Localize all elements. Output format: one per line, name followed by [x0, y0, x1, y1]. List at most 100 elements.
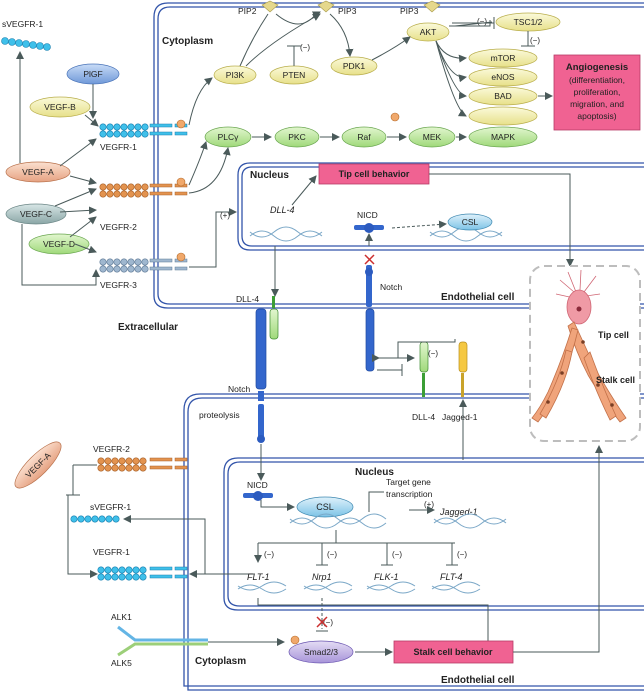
svg-text:MAPK: MAPK	[491, 132, 515, 142]
vegfr1-receptor-top: VEGFR-1	[99, 123, 188, 152]
dll4-gene-label: DLL-4	[270, 205, 295, 215]
svg-text:VEGF-C: VEGF-C	[20, 209, 52, 219]
stalk-cell-illustration	[531, 321, 627, 423]
stalk-cell-label: Stalk cell	[596, 375, 635, 385]
stalk-to-cell-arrow	[513, 445, 603, 653]
pip3-shape-b: PIP3	[400, 0, 441, 16]
vegf-d-oval: VEGF-D	[28, 233, 90, 255]
svg-text:PKC: PKC	[288, 132, 305, 142]
vegf-c-oval: VEGF-C	[5, 203, 67, 225]
pten-oval: PTEN	[269, 65, 319, 85]
endothelial-cell-label-top: Endothelial cell	[441, 292, 515, 303]
svg-text:mTOR: mTOR	[491, 53, 516, 63]
cytoplasm-label-top: Cytoplasm	[162, 36, 213, 47]
plgf-oval: PlGF	[66, 63, 120, 85]
dll4-ligand-label-top: DLL-4	[236, 294, 259, 304]
gene-flt1: FLT-1	[247, 572, 270, 582]
svegfr1-label-bottom: sVEGFR-1	[90, 502, 131, 512]
nucleus-label-top: Nucleus	[250, 170, 289, 181]
vegfr-nucleus-activate-label: (+)	[220, 211, 230, 220]
unnamed-effector-oval	[468, 106, 538, 126]
vegfr2-receptor-bottom: VEGFR-2	[93, 444, 188, 472]
target-gene-label-2: transcription	[386, 489, 433, 499]
dna-helix-top-left	[249, 226, 323, 242]
tip-cell-illustration	[555, 269, 601, 325]
svg-text:BAD: BAD	[494, 91, 511, 101]
svg-text:PlGF: PlGF	[83, 69, 102, 79]
svg-text:migration, and: migration, and	[570, 99, 624, 109]
notch-top-shape	[365, 265, 373, 307]
stalk-cell-behavior-box: Stalk cell behavior	[393, 640, 514, 664]
csl-oval-bottom: CSL	[296, 496, 354, 518]
dll4-ligand-top-shape	[269, 296, 279, 340]
nicd-label-top: NICD	[357, 210, 378, 220]
svg-text:VEGF-B: VEGF-B	[44, 102, 76, 112]
vegf-a-oval-bottom: VEGF-A	[14, 441, 62, 489]
svg-text:AKT: AKT	[420, 27, 437, 37]
nucleus-label-bottom: Nucleus	[355, 467, 394, 478]
bottom-nucleus-membrane	[223, 457, 644, 611]
svegfr1-label-top: sVEGFR-1	[2, 19, 43, 29]
vegfr1-receptor-bottom: VEGFR-1	[93, 547, 188, 581]
bottom-cell-membrane	[183, 393, 644, 691]
gene-labels: FLT-1 Nrp1 FLK-1 FLT-4	[247, 572, 463, 582]
svg-text:TSC1/2: TSC1/2	[514, 17, 543, 27]
mtor-oval: mTOR	[468, 48, 538, 68]
tsc-oval: TSC1/2	[495, 12, 561, 32]
smad-oval: Smad2/3	[288, 640, 354, 664]
notch-receptor-mid	[255, 308, 267, 443]
svg-text:(−): (−)	[264, 550, 274, 559]
tip-cell-label: Tip cell	[598, 330, 629, 340]
top-nucleus-membrane	[237, 162, 644, 251]
notch-cleavage-block-top	[364, 254, 375, 265]
extracellular-label: Extracellular	[118, 322, 178, 333]
enos-oval: eNOS	[468, 67, 538, 87]
gene-flt4: FLT-4	[440, 572, 463, 582]
svegfr1-chain-top	[1, 37, 51, 51]
angiogenesis-title: Angiogenesis	[566, 62, 628, 73]
svg-text:PIP2: PIP2	[238, 6, 257, 16]
dna-helix-bottom	[289, 513, 387, 529]
alk5-label: ALK5	[111, 658, 132, 668]
endothelial-cell-label-bottom: Endothelial cell	[441, 675, 515, 686]
vegf-b-oval: VEGF-B	[29, 96, 91, 118]
membrane-mid-arrows	[257, 339, 467, 481]
svg-text:Raf: Raf	[357, 132, 371, 142]
proteolysis-label: proteolysis	[199, 410, 240, 420]
alk1-label: ALK1	[111, 612, 132, 622]
svg-text:eNOS: eNOS	[491, 72, 514, 82]
alk-receptors	[117, 625, 208, 657]
pten-inhibit-label: (−)	[300, 43, 310, 52]
svg-text:Smad2/3: Smad2/3	[304, 647, 338, 657]
tsc-mtor-inhibit-label: (−)	[530, 36, 540, 45]
angiogenesis-box: Angiogenesis (differentiation, prolifera…	[553, 54, 641, 131]
smad-phospho-marker	[290, 635, 300, 645]
svg-text:PI3K: PI3K	[226, 70, 245, 80]
notch-label-top: Notch	[380, 282, 402, 292]
svg-text:CSL: CSL	[316, 502, 334, 512]
pdk1-oval: PDK1	[330, 56, 378, 76]
vegfr3-receptor-top: VEGFR-3	[99, 258, 188, 290]
svg-text:proliferation,: proliferation,	[574, 87, 621, 97]
svg-text:(differentiation,: (differentiation,	[569, 75, 625, 85]
svg-text:PDK1: PDK1	[343, 61, 365, 71]
csl-oval-top: CSL	[447, 213, 493, 231]
vegf-a-oval-top: VEGF-A	[5, 161, 71, 183]
gene-nrp1: Nrp1	[312, 572, 332, 582]
nucleus-top-arrows	[271, 173, 574, 297]
nrp1-block-x	[316, 616, 328, 628]
vegfr1-label-top: VEGFR-1	[100, 142, 137, 152]
mapk-oval: MAPK	[468, 126, 538, 148]
gene-helices	[237, 581, 481, 594]
pkc-oval: PKC	[274, 126, 320, 148]
bad-oval: BAD	[468, 86, 538, 106]
nicd-bottom-shape	[243, 491, 273, 501]
svg-text:VEGF-D: VEGF-D	[43, 239, 75, 249]
ligand-arrows-top	[16, 51, 100, 286]
vegfr2-receptor-top: VEGFR-2	[99, 183, 188, 232]
mek-oval: MEK	[408, 126, 456, 148]
plcg-oval: PLCγ	[204, 126, 252, 148]
signaling-arrows-top	[188, 11, 553, 268]
target-gene-label-1: Target gene	[386, 477, 431, 487]
